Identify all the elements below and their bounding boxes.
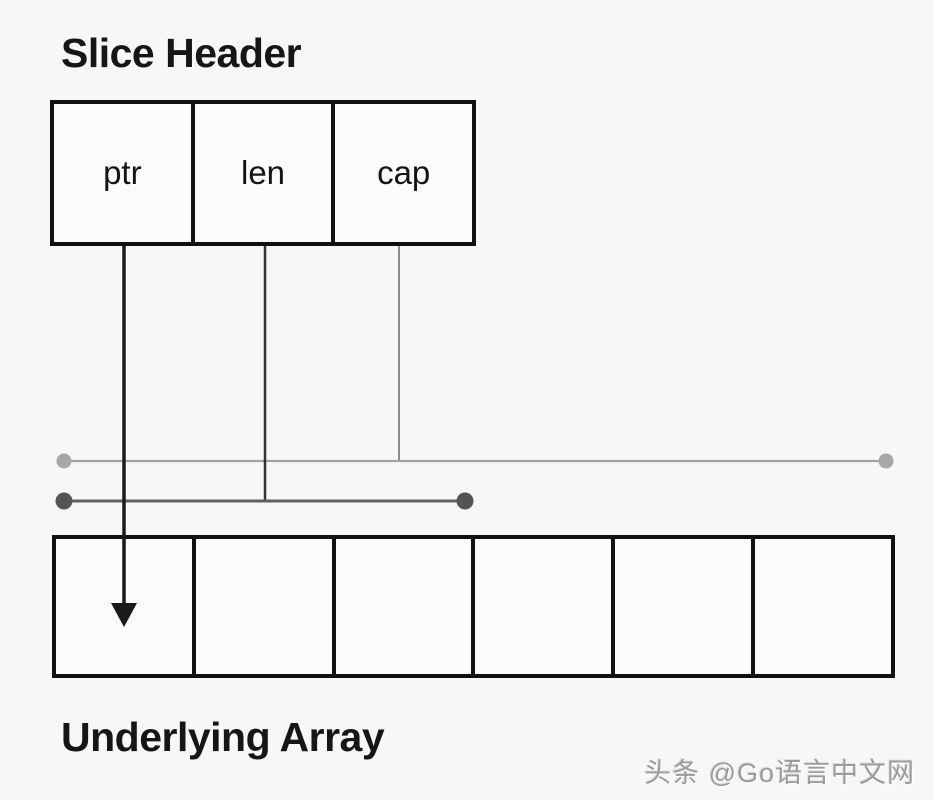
slice-field-len: len <box>195 104 336 242</box>
cap-range-right-dot-icon <box>878 453 894 469</box>
underlying-array-title: Underlying Array <box>61 714 385 760</box>
array-cell-0 <box>56 539 196 674</box>
array-cell-2 <box>336 539 476 674</box>
slice-header-title: Slice Header <box>61 30 302 76</box>
array-cell-3 <box>475 539 616 674</box>
cap-range-left-dot-icon <box>56 453 72 469</box>
slice-field-ptr: ptr <box>54 104 195 242</box>
array-cell-1 <box>196 539 336 674</box>
underlying-array-box <box>52 535 895 678</box>
watermark-text: 头条 @Go语言中文网 <box>644 758 915 788</box>
len-range-right-dot-icon <box>456 492 474 510</box>
array-cell-5 <box>755 539 891 674</box>
len-range-left-dot-icon <box>55 492 73 510</box>
slice-header-box: ptr len cap <box>50 100 476 246</box>
slice-field-cap: cap <box>377 154 431 191</box>
array-cell-4 <box>615 539 756 674</box>
